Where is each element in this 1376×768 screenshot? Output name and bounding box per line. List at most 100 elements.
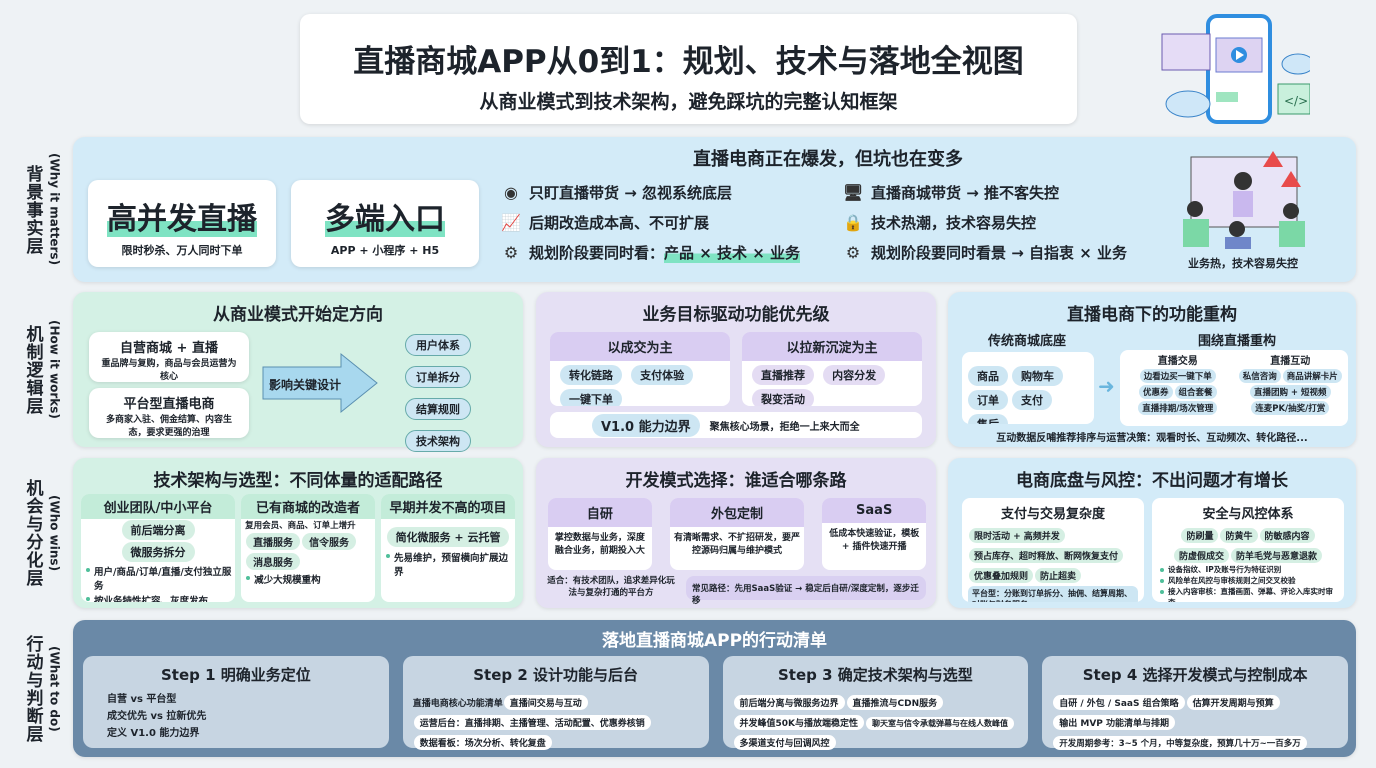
why-line: 📈后期改造成本高、不可扩展	[501, 207, 800, 237]
tag: 直播服务	[246, 533, 301, 550]
tag: 防虚假成交	[1173, 548, 1229, 563]
tag: 直播团购 + 短视频	[1249, 385, 1331, 399]
mobile-app-illustration-icon: </>	[1161, 14, 1310, 124]
row-label-en: (Why it matters)	[47, 153, 62, 266]
title-card: 直播商城APP从0到1：规划、技术与落地全视图 从商业模式到技术架构，避免踩坑的…	[300, 14, 1077, 124]
stat-card-concurrency: 高并发直播 限时秒杀、万人同时下单	[88, 180, 276, 267]
step-title: Step 3 确定技术架构与选型	[777, 666, 973, 684]
tag: 微服务拆分	[121, 542, 195, 562]
step-lead: 直播电商核心功能清单	[412, 699, 503, 709]
page-title: 直播商城APP从0到1：规划、技术与落地全视图	[353, 44, 1024, 80]
why-panel: 高并发直播 限时秒杀、万人同时下单 多端入口 APP + 小程序 + H5 直播…	[73, 137, 1356, 282]
sub-head: 围绕直播重构	[1198, 334, 1277, 349]
row-label-en: (How it works)	[47, 320, 62, 419]
col-lead: 复用会员、商品、订单上增升	[245, 521, 356, 531]
step-1: Step 1 明确业务定位 自营 vs 平台型成交优先 vs 拉新优先定义 V1…	[83, 656, 389, 748]
mode-desc: 掌控数据与业务，深度融合业务，前期投入大	[554, 533, 645, 556]
monitor-icon: 🖥	[842, 182, 864, 202]
tag: 商品	[968, 366, 1008, 386]
business-model-panel: 从商业模式开始定方向 自营商城 + 直播 重品牌与复购，商品与会员运营为核心 平…	[73, 292, 523, 452]
mode-desc: 有清晰需求、不扩招研发，要严控源码归属与维护模式	[674, 533, 801, 556]
tag: 直播推荐	[752, 365, 814, 385]
model-name: 自营商城 + 直播	[120, 341, 218, 356]
risk-panel: 电商底盘与风控：不出问题才有增长 支付与交易复杂度 限时活动 + 高频并发预占库…	[948, 458, 1356, 608]
eye-icon: ◉	[504, 182, 518, 202]
row-label-en: (Who wins)	[47, 494, 62, 572]
tag: 一键下单	[560, 389, 622, 406]
tag: 裂变活动	[752, 389, 814, 406]
mode-head: 外包定制	[669, 498, 805, 527]
chart-icon: 📈	[501, 212, 521, 232]
mode-card-self: 自研掌控数据与业务，深度融合业务，前期投入大	[548, 498, 652, 570]
tag: 限时活动 + 高频并发	[969, 528, 1065, 543]
why-line-text: 规划阶段要同时看：	[529, 243, 665, 262]
row-label-zh: 背景事实层	[22, 164, 43, 255]
gears-icon: ⚙	[503, 242, 519, 262]
bullet: 减少大规模重构	[244, 572, 372, 586]
dev-mode-panel: 开发模式选择：谁适合哪条路 自研掌控数据与业务，深度融合业务，前期投入大 外包定…	[536, 458, 936, 608]
col-head: 直播交易	[1157, 356, 1198, 367]
why-title: 直播电商正在爆发，但坑也在变多	[693, 149, 963, 170]
model-card: 自营商城 + 直播 重品牌与复购，商品与会员运营为核心	[89, 332, 249, 382]
goal-head: 以拉新沉淀为主	[742, 332, 922, 361]
tag: 边看边买一键下单	[1139, 369, 1216, 383]
tag: 购物车	[1012, 366, 1063, 386]
model-card: 平台型直播电商 多商家入驻、佣金结算、内容生态，要求更强的治理	[89, 388, 249, 438]
bullet: 风险单在风控与审核规则之间交叉校验	[1158, 575, 1338, 586]
traditional-base: 商品购物车订单支付售后	[962, 352, 1094, 424]
why-line-text: 规划阶段要同时看景 → 自指衷 × 业务	[871, 243, 1128, 262]
feature-restructure-panel: 直播电商下的功能重构 传统商城底座 围绕直播重构 商品购物车订单支付售后 ➜ 直…	[948, 292, 1356, 447]
step-2: Step 2 设计功能与后台 直播电商核心功能清单直播间交易与互动运营后台：直播…	[402, 656, 709, 750]
stat-small: 限时秒杀、万人同时下单	[121, 244, 243, 257]
pay-note: 平台型：分账到订单拆分、抽佣、结算周期、对账与财务服务	[968, 586, 1138, 602]
why-left-list: ◉ 只盯直播带货 → 忽视系统底层 📈后期改造成本高、不可扩展 ⚙ 规划阶段要同时看…	[501, 177, 801, 267]
row-label-zh: 机会与分化层	[22, 479, 43, 587]
why-line: 🔒技术热潮，技术容易失控	[843, 207, 1127, 237]
output-pill: 技术架构	[405, 430, 471, 452]
design-outputs: 用户体系 订单拆分 结算规则 技术架构	[403, 332, 473, 454]
illustration-caption: 业务热，技术容易失控	[1188, 257, 1298, 270]
step-4: Step 4 选择开发模式与控制成本 自研 / 外包 / SaaS 组合策略估算…	[1042, 656, 1348, 750]
row-label-zh: 行动与判断层	[22, 634, 43, 743]
tag: 防羊毛党与恶意退款	[1231, 548, 1323, 563]
panel-title: 电商底盘与风控：不出问题才有增长	[1016, 471, 1288, 491]
row-label-why: 背景事实层 (Why it matters)	[16, 137, 66, 282]
why-highlight: 产品 × 技术 × 业务	[664, 241, 801, 263]
bullet: 接入内容审核：直播画面、弹幕、评论入库实时审查	[1158, 586, 1338, 602]
why-line: ⚙规划阶段要同时看景 → 自指衷 × 业务	[843, 237, 1127, 267]
tag: 直播排期/场次管理	[1138, 401, 1218, 415]
arch-col: 早期并发不高的项目 简化微服务 + 云托管 先易维护，预留横向扩展边界	[381, 494, 515, 602]
step-title: Step 4 选择开发模式与控制成本	[1082, 666, 1308, 684]
architecture-columns: 创业团队/中小平台 前后端分离微服务拆分 用户/商品/订单/直播/支付独立服务按…	[81, 494, 515, 602]
page-subtitle: 从商业模式到技术架构，避免踩坑的完整认知框架	[479, 91, 898, 113]
step-title: Step 1 明确业务定位	[160, 666, 311, 684]
tag: 组合套餐	[1174, 385, 1217, 399]
panel-title: 直播电商下的功能重构	[1067, 305, 1237, 325]
tag: 支付体验	[631, 365, 694, 385]
arch-col: 已有商城的改造者 复用会员、商品、订单上增升 直播服务信令服务消息服务 减少大规…	[241, 494, 376, 602]
bullet: 设备指纹、IP及账号行为特征识别	[1158, 564, 1338, 575]
architecture-panel: 技术架构与选型：不同体量的适配路径 创业团队/中小平台 前后端分离微服务拆分 用…	[73, 458, 523, 608]
panel-title: 业务目标驱动功能优先级	[642, 305, 830, 325]
mode-card-outsource: 外包定制有清晰需求、不扩招研发，要严控源码归属与维护模式	[669, 498, 805, 570]
step-item: 并发峰值50K与播放端稳定性	[733, 715, 864, 730]
why-line-text: 只盯直播带货 → 忽视系统底层	[529, 183, 733, 202]
step-item: 自研 / 外包 / SaaS 组合策略	[1053, 695, 1185, 710]
lock-icon: 🔒	[843, 212, 863, 232]
panel-title: 从商业模式开始定方向	[213, 305, 383, 325]
why-line-text: 直播商城带货 → 推不客失控	[871, 183, 1060, 202]
step-item: 开发周期参考：3~5 个月，中等复杂度，预算几十万~一百多万	[1053, 736, 1307, 750]
step-item: 成交优先 vs 拉新优先	[107, 711, 207, 722]
goal-head: 以成交为主	[550, 332, 730, 361]
col-head: 已有商城的改造者	[241, 494, 376, 519]
tag: 防黄牛	[1220, 528, 1258, 543]
tag: 售后	[968, 414, 1008, 424]
sub-head: 安全与风控体系	[1202, 507, 1294, 522]
step-item: 聊天室与信令承载弹幕与在线人数峰值	[866, 717, 1014, 730]
model-desc: 多商家入驻、佣金结算、内容生态，要求更强的治理	[105, 415, 232, 438]
row-label-en: (What to do)	[47, 645, 62, 732]
live-interact-col: 直播互动 私信咨询商品讲解卡片直播团购 + 短视频连麦PK/抽奖/打赏	[1236, 352, 1346, 424]
boundary-note: 聚焦核心场景，拒绝一上来大而全	[709, 421, 860, 433]
row-label-what: 行动与判断层 (What to do)	[16, 620, 66, 757]
